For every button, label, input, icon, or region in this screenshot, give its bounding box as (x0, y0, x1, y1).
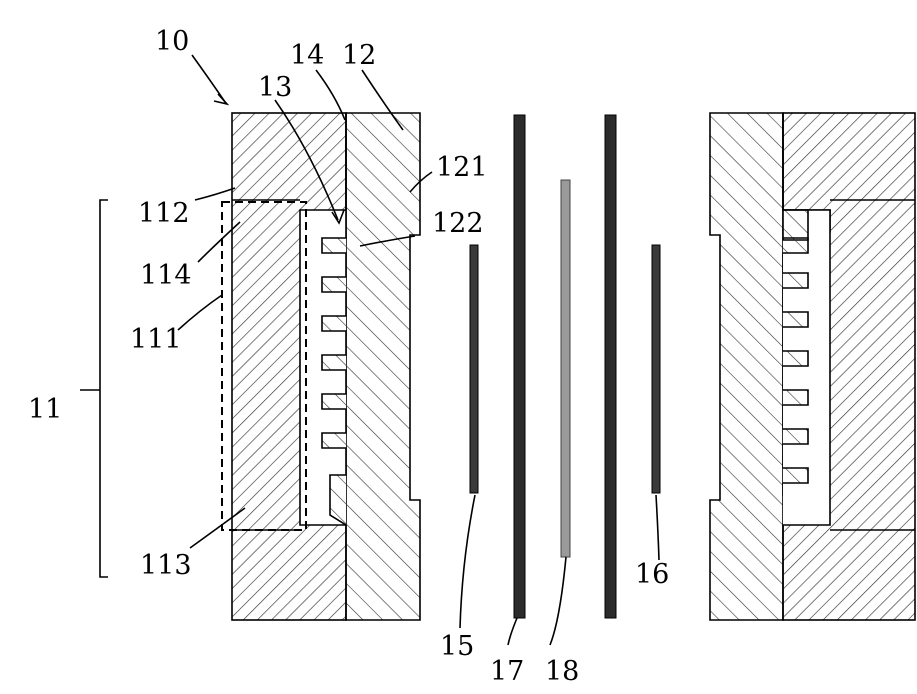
diffusion-layer-15 (470, 245, 478, 493)
label-122: 122 (432, 208, 484, 239)
label-121: 121 (436, 152, 488, 183)
label-111: 111 (130, 324, 182, 355)
label-18: 18 (545, 656, 579, 687)
plate-17 (514, 115, 525, 618)
label-13: 13 (258, 72, 292, 103)
label-11: 11 (28, 394, 62, 425)
label-112: 112 (138, 198, 190, 229)
diffusion-layer-16 (652, 245, 660, 493)
membrane-18 (561, 180, 570, 557)
label-17: 17 (490, 656, 524, 687)
label-14: 14 (290, 40, 324, 71)
label-16: 16 (635, 559, 669, 590)
right-end-plate (783, 113, 915, 620)
label-12: 12 (342, 40, 376, 71)
label-114: 114 (140, 260, 192, 291)
label-15: 15 (440, 631, 474, 662)
label-113: 113 (140, 550, 192, 581)
label-10: 10 (155, 26, 189, 57)
plate-right (605, 115, 616, 618)
